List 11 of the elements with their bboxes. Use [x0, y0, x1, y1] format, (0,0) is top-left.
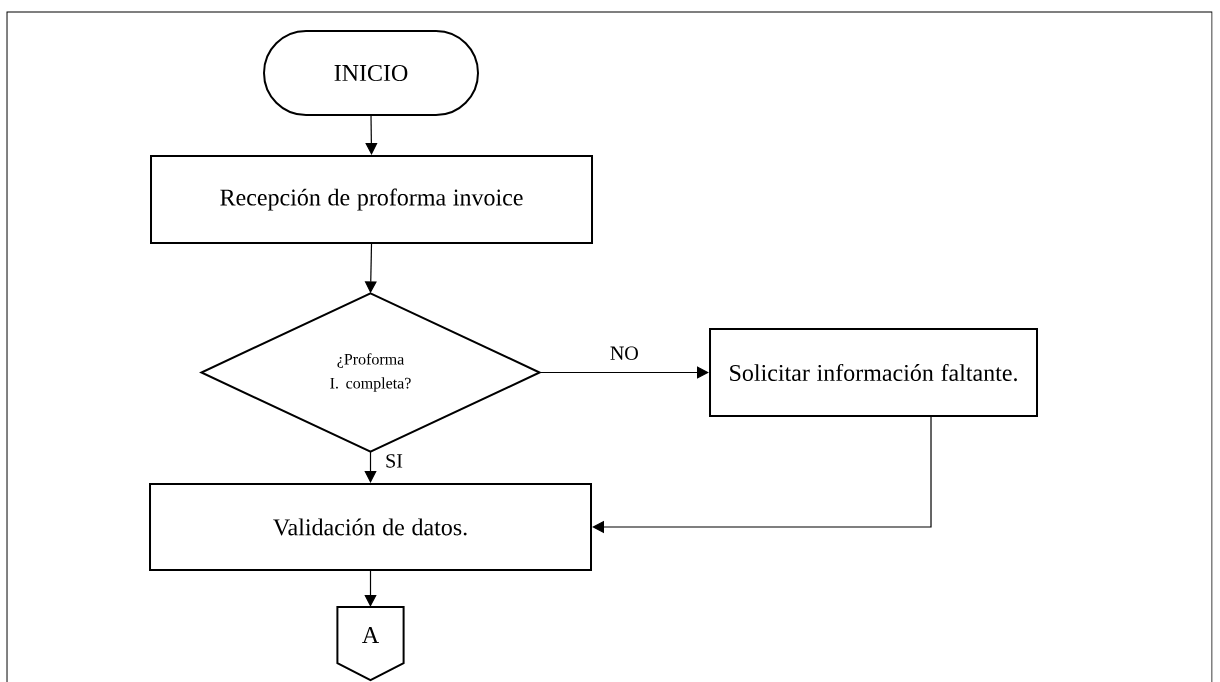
- arrow: [539, 366, 709, 379]
- off-page-connector: A: [336, 605, 405, 682]
- arrow: [364, 570, 377, 607]
- process-box: Validación de datos.: [149, 483, 592, 571]
- arrow: [364, 451, 377, 483]
- process-box: Recepción de proforma invoice: [150, 155, 593, 244]
- edge-label: SI: [386, 454, 403, 468]
- edge-label: NO: [610, 346, 638, 360]
- arrow: [365, 115, 378, 155]
- arrow: [592, 416, 932, 534]
- process-box: Solicitar información faltante.: [709, 328, 1038, 417]
